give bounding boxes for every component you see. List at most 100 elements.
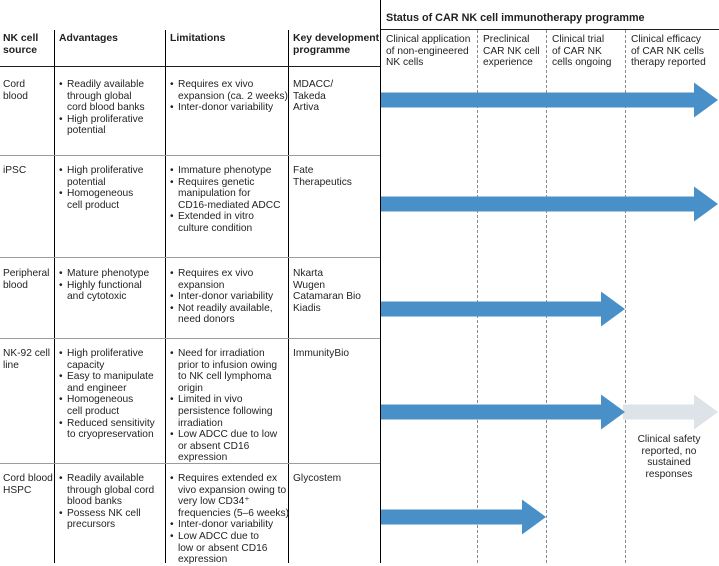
limitation-line: Inter-donor variability (178, 291, 274, 303)
limitation-line: origin (178, 382, 203, 394)
row-hspc-source: Cord blood HSPC (3, 473, 53, 496)
limitation-line: expression (178, 452, 228, 464)
source-line: blood (3, 279, 28, 291)
row-nk92-programme: ImmunityBio (293, 348, 349, 360)
source-line: blood (3, 90, 28, 102)
progress-arrow (381, 82, 718, 118)
limitation-line: Limited in vivo (178, 394, 243, 406)
programme-line: Artiva (293, 102, 320, 114)
programme-line: MDACC/ (293, 79, 334, 90)
limitation-line: or absent CD16 (178, 440, 250, 452)
stage-header-line: of CAR NK cells (631, 45, 705, 57)
source-line: Peripheral (3, 268, 50, 279)
advantage-line: capacity (67, 359, 105, 371)
stage-header-line: of CAR NK (552, 45, 602, 57)
stage-header-4: Clinical efficacy of CAR NK cells therap… (631, 34, 706, 69)
stage-header-3: Clinical trial of CAR NK cells ongoing (552, 34, 611, 69)
limitation-item: Immature phenotype (170, 165, 280, 177)
advantage-line: blood banks (67, 496, 122, 508)
column-header-programme-line: Key development (293, 33, 380, 44)
advantage-line: Highly functional (67, 279, 142, 291)
advantage-line: Homogeneous (67, 394, 134, 406)
stage-header-line: Clinical application (386, 34, 471, 45)
limitation-line: vivo expansion owing to (178, 484, 287, 496)
programme-line: Kiadis (293, 302, 321, 314)
programme-line: Takeda (293, 90, 326, 102)
row-cord-blood-programme: MDACC/ Takeda Artiva (293, 79, 333, 114)
row-hspc-programme: Glycostem (293, 473, 341, 485)
note-line: sustained (647, 457, 691, 469)
limitation-line: Low ADCC due to (178, 530, 259, 542)
row-ipsc-programme: Fate Therapeutics (293, 165, 352, 188)
source-line: NK-92 cell (3, 348, 50, 359)
limitation-item: Inter-donor variability (170, 519, 289, 531)
column-header-advantages: Advantages (59, 33, 118, 44)
advantage-line: potential (67, 125, 106, 137)
column-header-limitations: Limitations (170, 33, 226, 44)
programme-line: Therapeutics (293, 176, 352, 188)
stage-header-line: cells ongoing (552, 57, 612, 69)
row-ipsc-source: iPSC (3, 165, 26, 177)
column-header-source: NK cell source (3, 33, 38, 56)
limitation-line: persistence following (178, 405, 273, 417)
advantage-line: Reduced sensitivity (67, 417, 155, 429)
limitation-line: very low CD34⁺ (178, 496, 250, 508)
row-divider (0, 155, 380, 156)
note-line: reported, no (641, 445, 697, 457)
limitation-line: Not readily available, (178, 302, 273, 314)
row-cord-blood-source: Cord blood (3, 79, 28, 102)
column-divider (380, 0, 381, 563)
limitation-line: expansion (ca. 2 weeks) (178, 90, 288, 102)
advantage-line: through global (67, 90, 132, 102)
advantage-line: cord blood banks (67, 102, 145, 114)
limitation-line: prior to infusion owing (178, 359, 278, 371)
stage-header-line: Preclinical (483, 34, 530, 45)
stage-header-1: Clinical application of non-engineered N… (386, 34, 470, 69)
limitation-line: expansion (178, 279, 225, 291)
limitation-line: Extended in vitro (178, 211, 254, 223)
row-peripheral-blood-source: Peripheral blood (3, 268, 49, 291)
limitation-item: Inter-donor variability (170, 291, 273, 303)
stage-header-line: NK cells (386, 57, 424, 69)
advantage-line: and engineer (67, 382, 127, 394)
note-line: responses (645, 468, 693, 480)
advantage-line: High proliferative (67, 348, 144, 359)
progress-arrow (381, 291, 625, 327)
limitation-line: manipulation for (178, 188, 251, 200)
nk92-note: Clinical safety reported, no sustained r… (621, 434, 717, 480)
limitation-line: Inter-donor variability (178, 102, 274, 114)
limitation-line: low or absent CD16 (178, 542, 268, 554)
source-line: line (3, 359, 19, 371)
stage-header-line: therapy reported (631, 57, 706, 69)
row-ipsc-limitations: Immature phenotype Requires geneticmanip… (170, 165, 280, 235)
programme-line: ImmunityBio (293, 348, 350, 359)
source-line: Cord blood (3, 473, 53, 484)
diagram-title: Status of CAR NK cell immunotherapy prog… (386, 12, 645, 24)
column-header-programme: Key development programme (293, 33, 379, 56)
limitation-item: Not readily available,need donors (170, 303, 273, 326)
progress-arrow-extension (623, 394, 718, 430)
advantage-line: potential (67, 176, 106, 188)
progress-arrow (381, 394, 625, 430)
programme-line: Wugen (293, 279, 326, 291)
advantage-line: Mature phenotype (67, 268, 150, 279)
row-divider (0, 66, 380, 67)
